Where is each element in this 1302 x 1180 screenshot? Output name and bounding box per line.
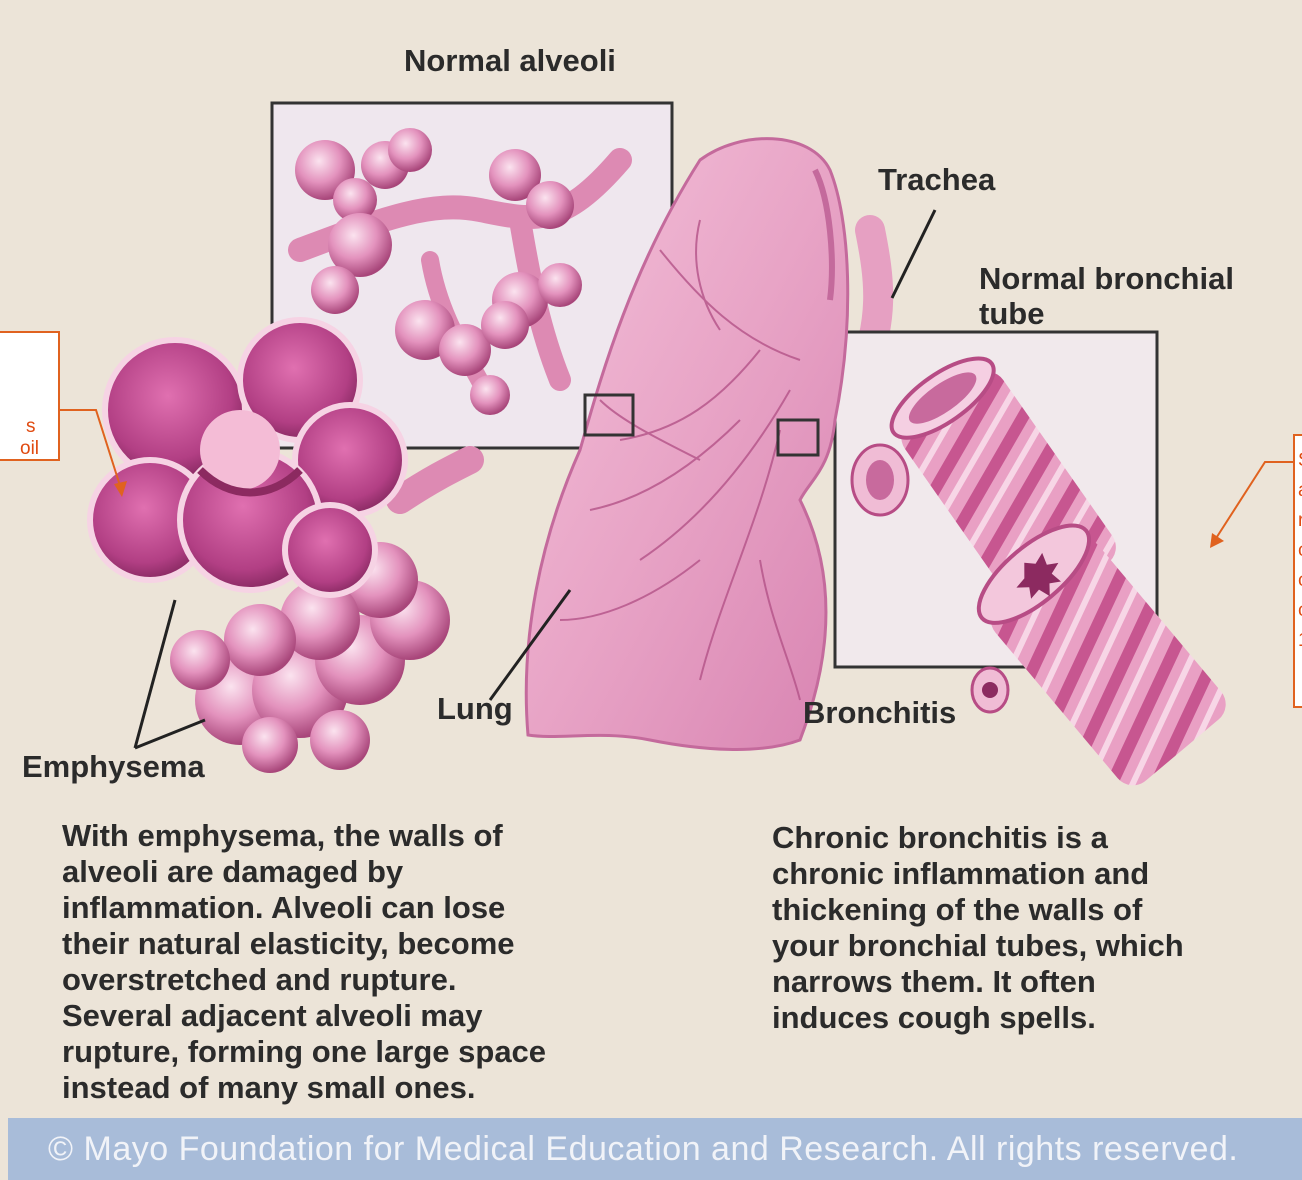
normal-bronchial-tube-label-line1: Normal bronchial	[979, 262, 1234, 296]
emphysema-description-line: their natural elasticity, become	[62, 926, 546, 962]
callout-right-line: r	[1298, 506, 1302, 536]
emphysema-description-line: inflammation. Alveoli can lose	[62, 890, 546, 926]
emphysema-description-line: rupture, forming one large space	[62, 1034, 546, 1070]
callout-right-line: S	[1298, 446, 1302, 476]
bronchial-tube-short	[852, 445, 908, 515]
emphysema-description-line: Several adjacent alveoli may	[62, 998, 546, 1034]
emphysema-label: Emphysema	[22, 750, 205, 784]
lung-label: Lung	[437, 692, 513, 726]
callout-right-line: c	[1298, 536, 1302, 566]
ruptured-alveoli	[90, 320, 405, 595]
emphysema-description: With emphysema, the walls of alveoli are…	[62, 818, 546, 1106]
trachea-label: Trachea	[878, 163, 995, 197]
callout-left: s oil	[0, 332, 57, 458]
copyright-footer: © Mayo Foundation for Medical Education …	[8, 1118, 1302, 1180]
callout-left-line: s	[26, 416, 39, 438]
callout-right-line: c	[1298, 566, 1302, 596]
copyright-text: © Mayo Foundation for Medical Education …	[48, 1130, 1238, 1168]
normal-alveoli-label: Normal alveoli	[404, 44, 616, 78]
bronchitis-label: Bronchitis	[803, 696, 956, 730]
bronchitis-description-line: Chronic bronchitis is a	[772, 820, 1184, 856]
callout-right-line: a	[1298, 476, 1302, 506]
callout-right: S a r c c c 1	[1295, 436, 1302, 706]
bronchitis-description-line: thickening of the walls of	[772, 892, 1184, 928]
emphysema-description-line: instead of many small ones.	[62, 1070, 546, 1106]
bronchitis-description-line: narrows them. It often	[772, 964, 1184, 1000]
emphysema-description-line: alveoli are damaged by	[62, 854, 546, 890]
bronchitis-description-line: chronic inflammation and	[772, 856, 1184, 892]
callout-right-line: 1	[1298, 626, 1302, 656]
trachea-pointer	[892, 210, 935, 298]
emphysema-description-line: overstretched and rupture.	[62, 962, 546, 998]
callout-left-line: oil	[20, 438, 39, 458]
callout-right-line: c	[1298, 596, 1302, 626]
bronchitis-description-line: your bronchial tubes, which	[772, 928, 1184, 964]
normal-bronchial-tube-label-line2: tube	[979, 297, 1044, 331]
emphysema-description-line: With emphysema, the walls of	[62, 818, 546, 854]
bronchitis-description-line: induces cough spells.	[772, 1000, 1184, 1036]
callout-right-arrow	[1213, 462, 1294, 543]
bronchitis-description: Chronic bronchitis is a chronic inflamma…	[772, 820, 1184, 1036]
